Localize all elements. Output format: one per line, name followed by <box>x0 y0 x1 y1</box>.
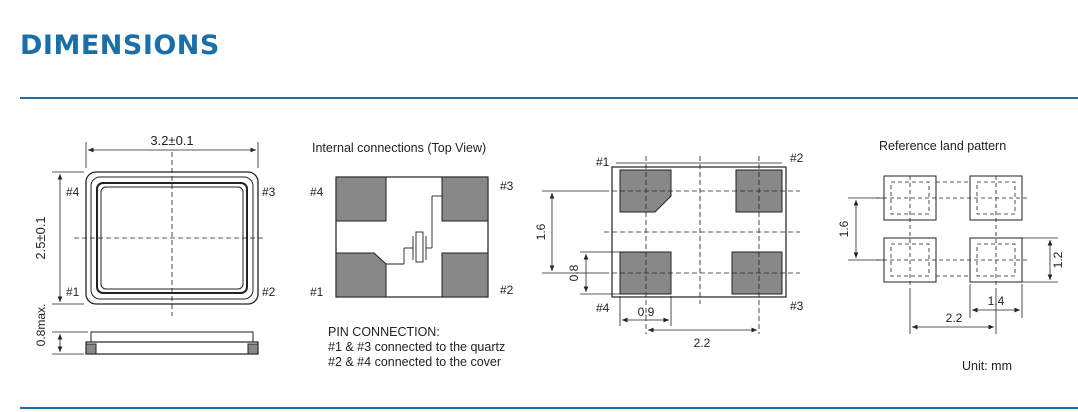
side-view-pad-right <box>247 343 259 355</box>
pkg-pin4-label: #4 <box>66 185 80 199</box>
land-pad-height-dimension-label: 1.2 <box>1051 251 1065 268</box>
pitch-x-dimension-label: 2.2 <box>694 336 711 350</box>
package-view <box>52 142 266 355</box>
internal-pad-1 <box>335 252 387 298</box>
internal-package-outline <box>335 176 489 298</box>
height-dimension-label: 2.5±0.1 <box>33 216 48 259</box>
width-dimension-label: 3.2±0.1 <box>150 133 193 148</box>
bv-pin2-label: #2 <box>790 151 804 165</box>
pin-connection-heading: PIN CONNECTION: <box>328 325 440 339</box>
unit-note: Unit: mm <box>962 359 1012 373</box>
pkg-pin1-label: #1 <box>66 285 80 299</box>
land-pattern-title: Reference land pattern <box>879 139 1006 153</box>
page-title: DIMENSIONS <box>20 30 220 61</box>
land-pattern-view <box>848 175 1058 334</box>
pkg-pin3-label: #3 <box>262 185 276 199</box>
quartz-symbol <box>386 195 442 265</box>
internal-pad-2 <box>441 252 489 298</box>
side-view-pad-left <box>85 343 97 355</box>
land-pitch-y-dimension-label: 1.6 <box>837 220 851 237</box>
ic-pin4-label: #4 <box>310 185 324 199</box>
internal-connections-view <box>335 176 489 298</box>
thickness-dimension-label: 0.8max. <box>34 304 48 347</box>
pkg-pin2-label: #2 <box>262 285 276 299</box>
pin-connection-line-2: #2 & #4 connected to the cover <box>328 355 501 369</box>
land-pad-width-dimension-label: 1.4 <box>988 294 1005 308</box>
side-view-lid <box>90 331 254 343</box>
bv-pin4-label: #4 <box>596 301 610 315</box>
ic-pin1-label: #1 <box>310 285 324 299</box>
ic-pin3-label: #3 <box>500 179 514 193</box>
pad-height-dimension-label: 0.8 <box>567 264 581 281</box>
bv-pin1-label: #1 <box>596 155 610 169</box>
footer-divider <box>20 407 1078 409</box>
pin-connection-line-1: #1 & #3 connected to the quartz <box>328 340 505 354</box>
header-divider <box>20 97 1078 99</box>
land-pitch-x-dimension-label: 2.2 <box>946 311 963 325</box>
bottom-view <box>542 156 800 334</box>
pitch-y-dimension-label: 1.6 <box>534 223 548 240</box>
internal-connections-title: Internal connections (Top View) <box>312 141 486 155</box>
internal-pad-4 <box>335 176 387 222</box>
pad-width-dimension-label: 0.9 <box>638 305 655 319</box>
ic-pin2-label: #2 <box>500 283 514 297</box>
bv-pin3-label: #3 <box>790 299 804 313</box>
side-view-body <box>85 341 259 355</box>
internal-pad-3 <box>441 176 489 222</box>
